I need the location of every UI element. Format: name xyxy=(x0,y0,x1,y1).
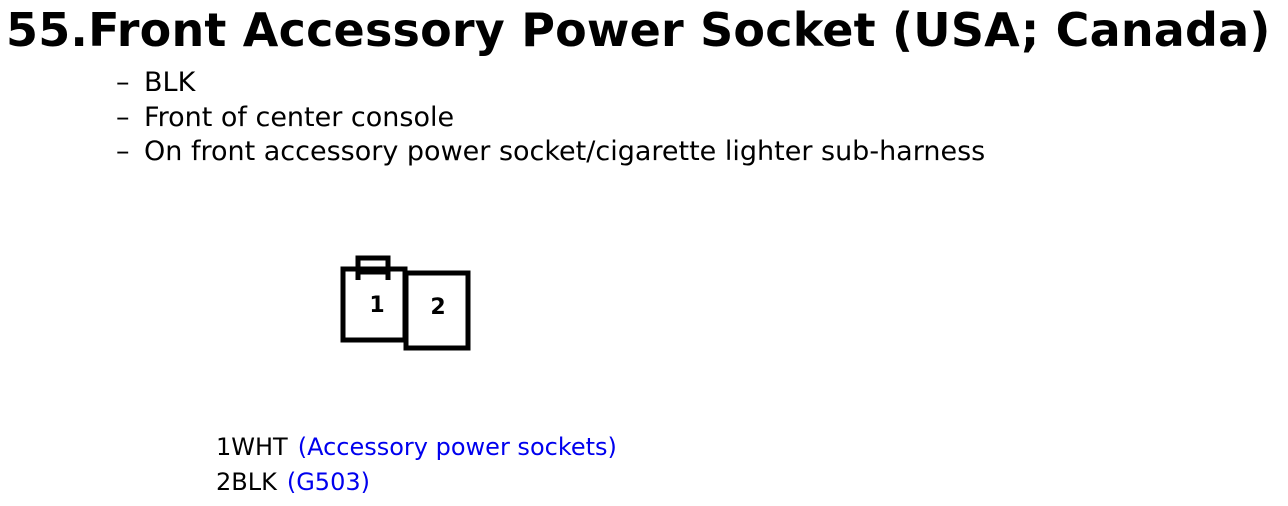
pin-1-label: 1 xyxy=(369,293,384,318)
pinout-list: 1WHT (Accessory power sockets) 2BLK (G503) xyxy=(216,430,617,500)
detail-harness: –On front accessory power socket/cigaret… xyxy=(116,135,985,170)
pin-circuit-link[interactable]: (G503) xyxy=(286,468,370,496)
connector-diagram: 1 2 xyxy=(336,250,476,358)
pinout-row-1: 1WHT (Accessory power sockets) xyxy=(216,430,617,465)
locking-tab-icon xyxy=(355,255,391,280)
pin-wire: 1WHT xyxy=(216,433,288,461)
connector-face-svg: 1 2 xyxy=(340,255,471,351)
detail-color: –BLK xyxy=(116,66,985,101)
pin-wire: 2BLK xyxy=(216,468,277,496)
page-title: 55.Front Accessory Power Socket (USA; Ca… xyxy=(6,3,1271,57)
detail-location: –Front of center console xyxy=(116,101,985,136)
pin-2-label: 2 xyxy=(430,295,445,320)
pin-1-cavity xyxy=(340,266,408,343)
detail-text: On front accessory power socket/cigarett… xyxy=(144,136,986,167)
pinout-row-2: 2BLK (G503) xyxy=(216,465,617,500)
detail-text: Front of center console xyxy=(144,101,455,133)
list-dash: – xyxy=(116,101,130,133)
list-dash: – xyxy=(116,136,130,167)
connector-details-list: –BLK –Front of center console –On front … xyxy=(116,66,985,170)
list-dash: – xyxy=(116,67,130,98)
detail-text: BLK xyxy=(144,67,196,98)
pin-circuit-link[interactable]: (Accessory power sockets) xyxy=(297,433,617,461)
